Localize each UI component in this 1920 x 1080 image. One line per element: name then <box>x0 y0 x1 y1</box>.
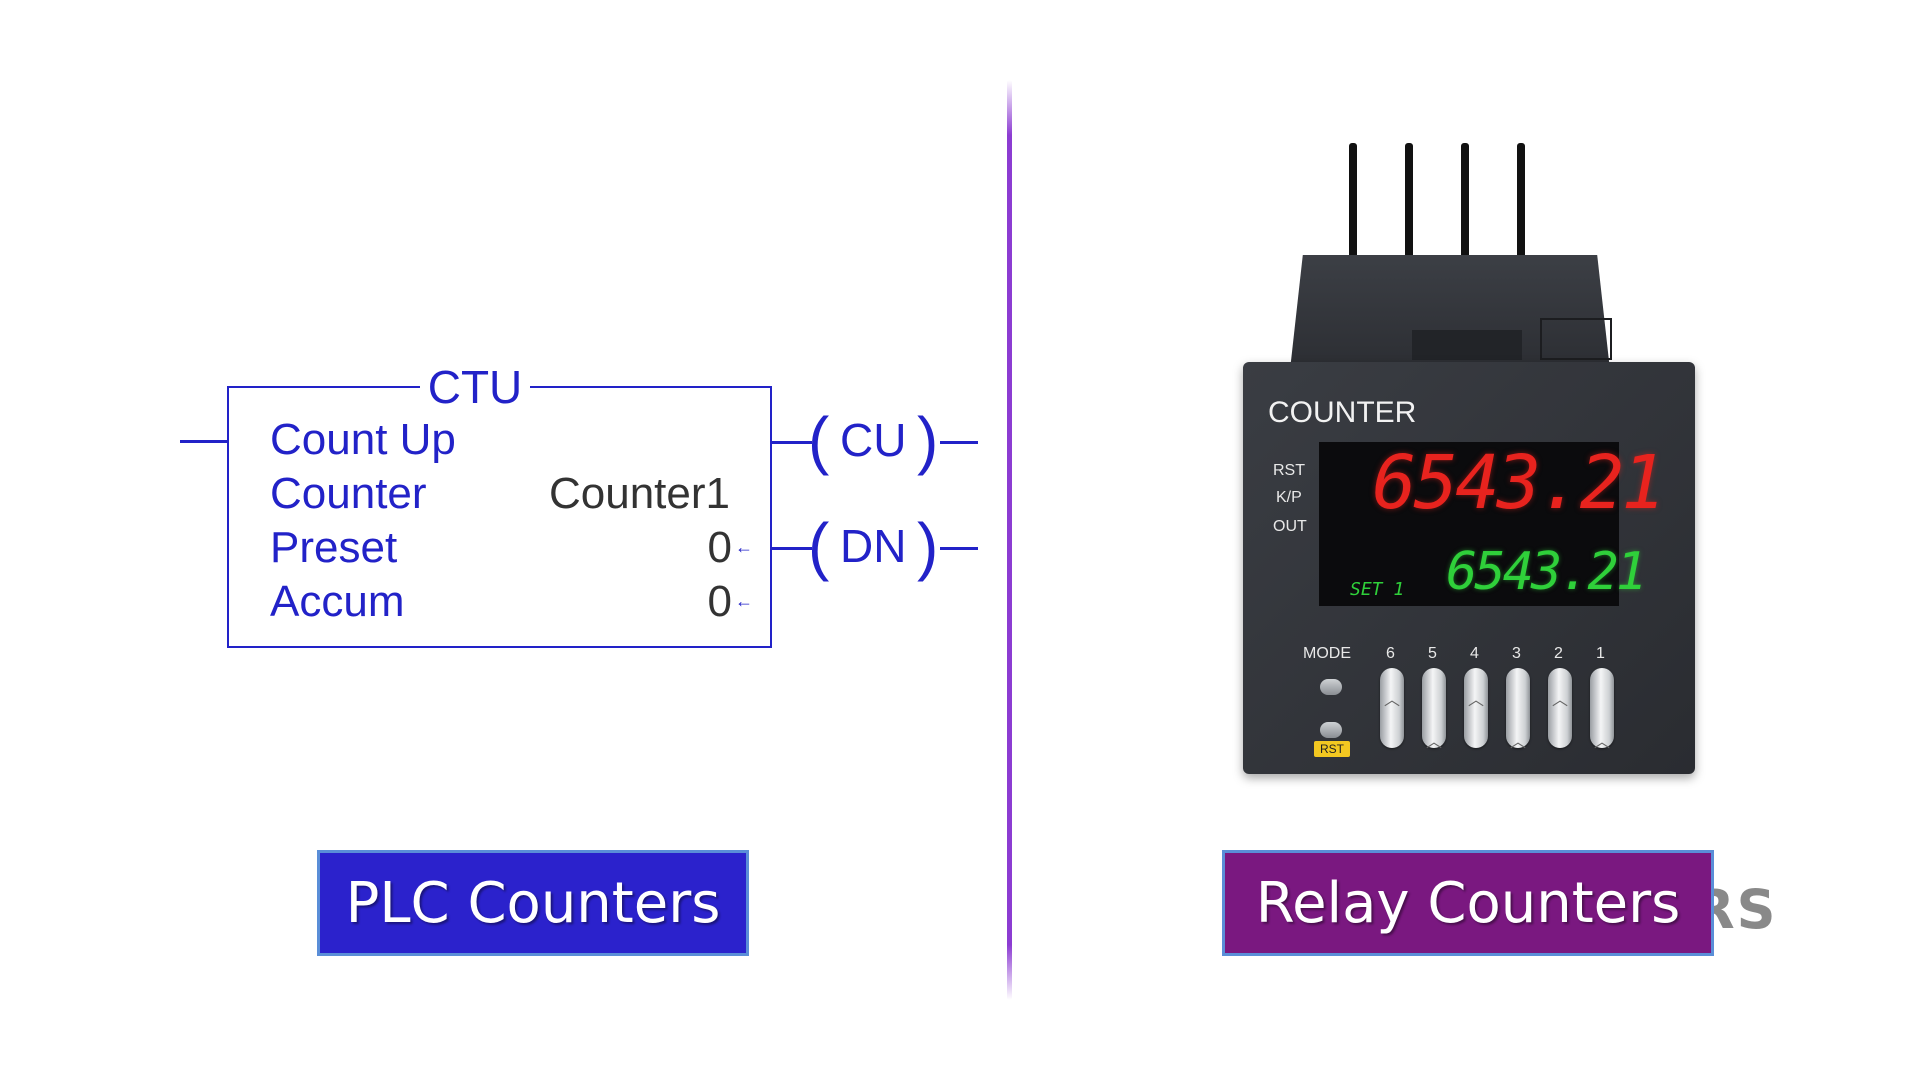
dial-2-up-chevron-icon: ︿ <box>1551 692 1568 709</box>
cu-coil-label: CU <box>840 414 907 466</box>
wire-2 <box>1405 143 1413 263</box>
counter-tag-value: Counter1 <box>548 469 730 518</box>
dial-3[interactable] <box>1506 668 1530 748</box>
dial-number-5: 5 <box>1428 645 1437 662</box>
mode-button[interactable] <box>1320 679 1342 695</box>
dn-rung-line-left <box>772 547 812 550</box>
input-rung-line <box>180 440 228 443</box>
dn-rung-line-right <box>940 547 978 550</box>
preset-label: Preset <box>270 523 398 572</box>
cu-coil-open-icon: ( <box>808 404 830 476</box>
rst-tag: RST <box>1314 741 1350 757</box>
wire-1 <box>1349 143 1357 263</box>
count-up-label: Count Up <box>270 415 456 464</box>
reset-button[interactable] <box>1320 722 1342 738</box>
main-count-readout: 6543.21 <box>1372 440 1666 526</box>
wire-4 <box>1517 143 1525 263</box>
dial-4-up-chevron-icon: ︿ <box>1467 692 1484 709</box>
counter-label: Counter <box>270 469 427 518</box>
relay-counters-caption: Relay Counters <box>1222 850 1714 956</box>
cu-rung-line-right <box>940 441 978 444</box>
dial-3-up-chevron-icon: ︿ <box>1509 734 1526 751</box>
cu-coil-close-icon: ) <box>917 404 939 476</box>
counter-device-title: COUNTER <box>1268 396 1417 429</box>
accum-arrow-icon: ← <box>735 591 753 611</box>
dial-6-up-chevron-icon: ︿ <box>1383 692 1400 709</box>
wire-3 <box>1461 143 1469 263</box>
dial-number-1: 1 <box>1596 645 1605 662</box>
dn-coil-close-icon: ) <box>917 510 939 582</box>
dn-coil-open-icon: ( <box>808 510 830 582</box>
dial-2[interactable] <box>1548 668 1572 748</box>
dial-number-3: 3 <box>1512 645 1521 662</box>
counter-display <box>1319 442 1619 606</box>
housing-socket <box>1540 318 1612 360</box>
mode-label: MODE <box>1303 645 1351 662</box>
plc-counters-caption: PLC Counters <box>317 850 749 956</box>
preset-arrow-icon: ← <box>735 537 753 557</box>
preset-value: 0 <box>707 523 732 572</box>
set-label: SET 1 <box>1350 579 1405 600</box>
dial-6[interactable] <box>1380 668 1404 748</box>
dial-4[interactable] <box>1464 668 1488 748</box>
dn-coil-label: DN <box>840 520 907 572</box>
kp-indicator: K/P <box>1276 489 1302 506</box>
dial-1[interactable] <box>1590 668 1614 748</box>
ctu-block-title: CTU <box>420 362 530 412</box>
dial-5[interactable] <box>1422 668 1446 748</box>
set-count-readout: 6543.21 <box>1446 542 1647 602</box>
accum-value: 0 <box>707 577 732 626</box>
rst-indicator: RST <box>1273 462 1305 479</box>
center-divider <box>1007 80 1012 1000</box>
cu-rung-line-left <box>772 441 812 444</box>
dial-number-4: 4 <box>1470 645 1479 662</box>
dial-number-6: 6 <box>1386 645 1395 662</box>
dial-5-up-chevron-icon: ︿ <box>1425 734 1442 751</box>
accum-label: Accum <box>270 577 405 626</box>
dial-number-2: 2 <box>1554 645 1563 662</box>
dial-1-up-chevron-icon: ︿ <box>1593 734 1610 751</box>
out-indicator: OUT <box>1273 518 1307 535</box>
housing-vent <box>1412 330 1522 360</box>
